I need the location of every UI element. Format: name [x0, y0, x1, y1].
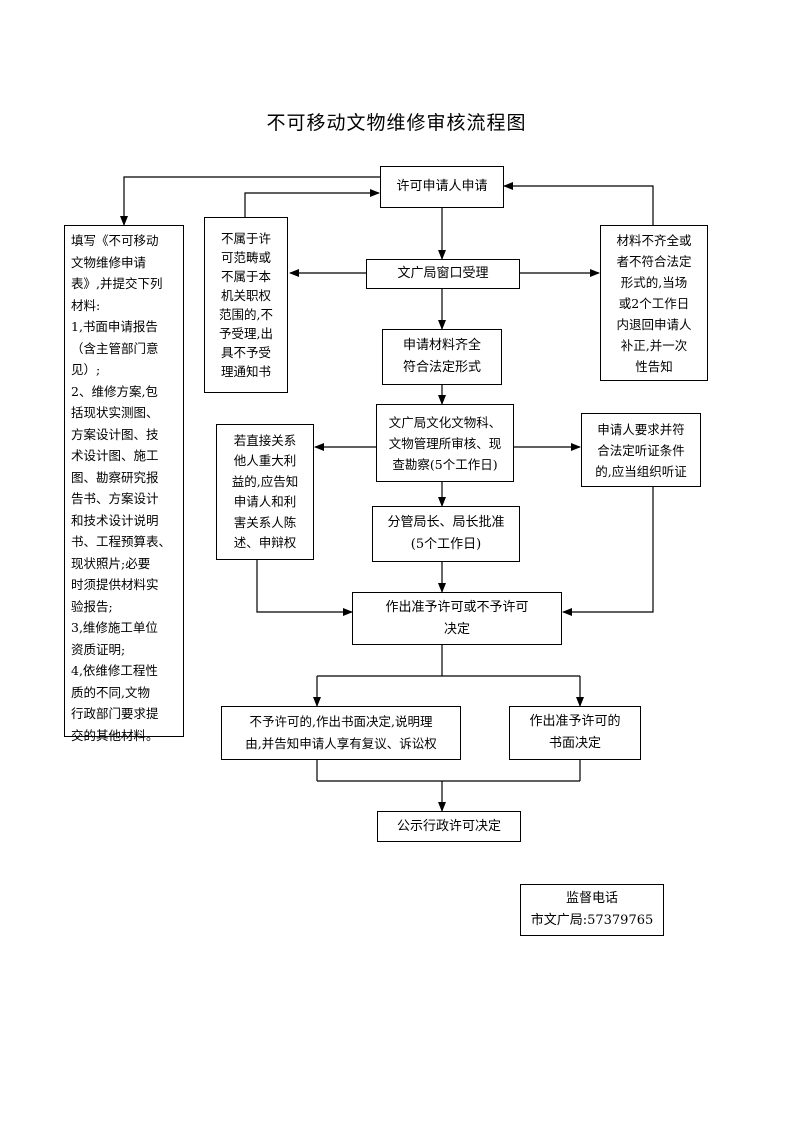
materials-list-box: 填写《不可移动 文物维修申请 表》,并提交下列 材料: 1,书面申请报告 （含主…: [64, 225, 184, 743]
materials-complete-box: 申请材料齐全 符合法定形式: [382, 329, 502, 385]
materials-complete-text: 申请材料齐全 符合法定形式: [402, 338, 481, 375]
not-in-scope-text: 不属于许 可范畴或 不属于本 机关职权 范围的,不 予受理,出 具不予受 理通知…: [219, 231, 273, 379]
grant-box: 作出准予许可的 书面决定: [509, 706, 641, 760]
approval-text: 分管局长、局长批准 (5个工作日): [387, 515, 505, 552]
window-acceptance-box: 文广局窗口受理: [366, 259, 520, 289]
not-in-scope-box: 不属于许 可范畴或 不属于本 机关职权 范围的,不 予受理,出 具不予受 理通知…: [204, 217, 288, 393]
review-inspection-text: 文广局文化文物科、 文物管理所审核、现 查勘察(5个工作日): [388, 414, 502, 472]
stakeholder-notice-box: 若直接关系 他人重大利 益的,应告知 申请人和利 害关系人陈 述、申辩权: [216, 424, 314, 560]
grant-text: 作出准予许可的 书面决定: [529, 714, 621, 751]
supervision-phone-text: 监督电话 市文广局:57379765: [530, 891, 654, 928]
reject-text: 不予许可的,作出书面决定,说明理 由,并告知申请人享有复议、诉讼权: [245, 714, 437, 751]
reject-box: 不予许可的,作出书面决定,说明理 由,并告知申请人享有复议、诉讼权: [221, 706, 461, 760]
supervision-phone-box: 监督电话 市文广局:57379765: [520, 884, 664, 936]
publish-box: 公示行政许可决定: [377, 811, 521, 842]
publish-text: 公示行政许可决定: [396, 818, 501, 834]
approval-box: 分管局长、局长批准 (5个工作日): [372, 506, 520, 562]
decision-text: 作出准予许可或不予许可 决定: [385, 599, 529, 637]
stakeholder-notice-text: 若直接关系 他人重大利 益的,应告知 申请人和利 害关系人陈 述、申辩权: [231, 432, 299, 551]
page-title: 不可移动文物维修审核流程图: [266, 112, 527, 134]
hearing-text: 申请人要求并符 合法定听证条件 的,应当组织听证: [595, 421, 687, 479]
window-acceptance-text: 文广局窗口受理: [397, 266, 489, 281]
incomplete-materials-text: 材料不齐全或 者不符合法定 形式的,当场 或2个工作日 内退回申请人 补正,并一…: [616, 232, 692, 374]
incomplete-materials-box: 材料不齐全或 者不符合法定 形式的,当场 或2个工作日 内退回申请人 补正,并一…: [600, 225, 708, 381]
apply-box: 许可申请人申请: [380, 166, 504, 208]
apply-text: 许可申请人申请: [396, 179, 488, 194]
hearing-box: 申请人要求并符 合法定听证条件 的,应当组织听证: [581, 413, 701, 487]
review-inspection-box: 文广局文化文物科、 文物管理所审核、现 查勘察(5个工作日): [376, 404, 514, 482]
materials-list-text: 填写《不可移动 文物维修申请 表》,并提交下列 材料: 1,书面申请报告 （含主…: [71, 233, 172, 743]
decision-box: 作出准予许可或不予许可 决定: [352, 592, 562, 645]
